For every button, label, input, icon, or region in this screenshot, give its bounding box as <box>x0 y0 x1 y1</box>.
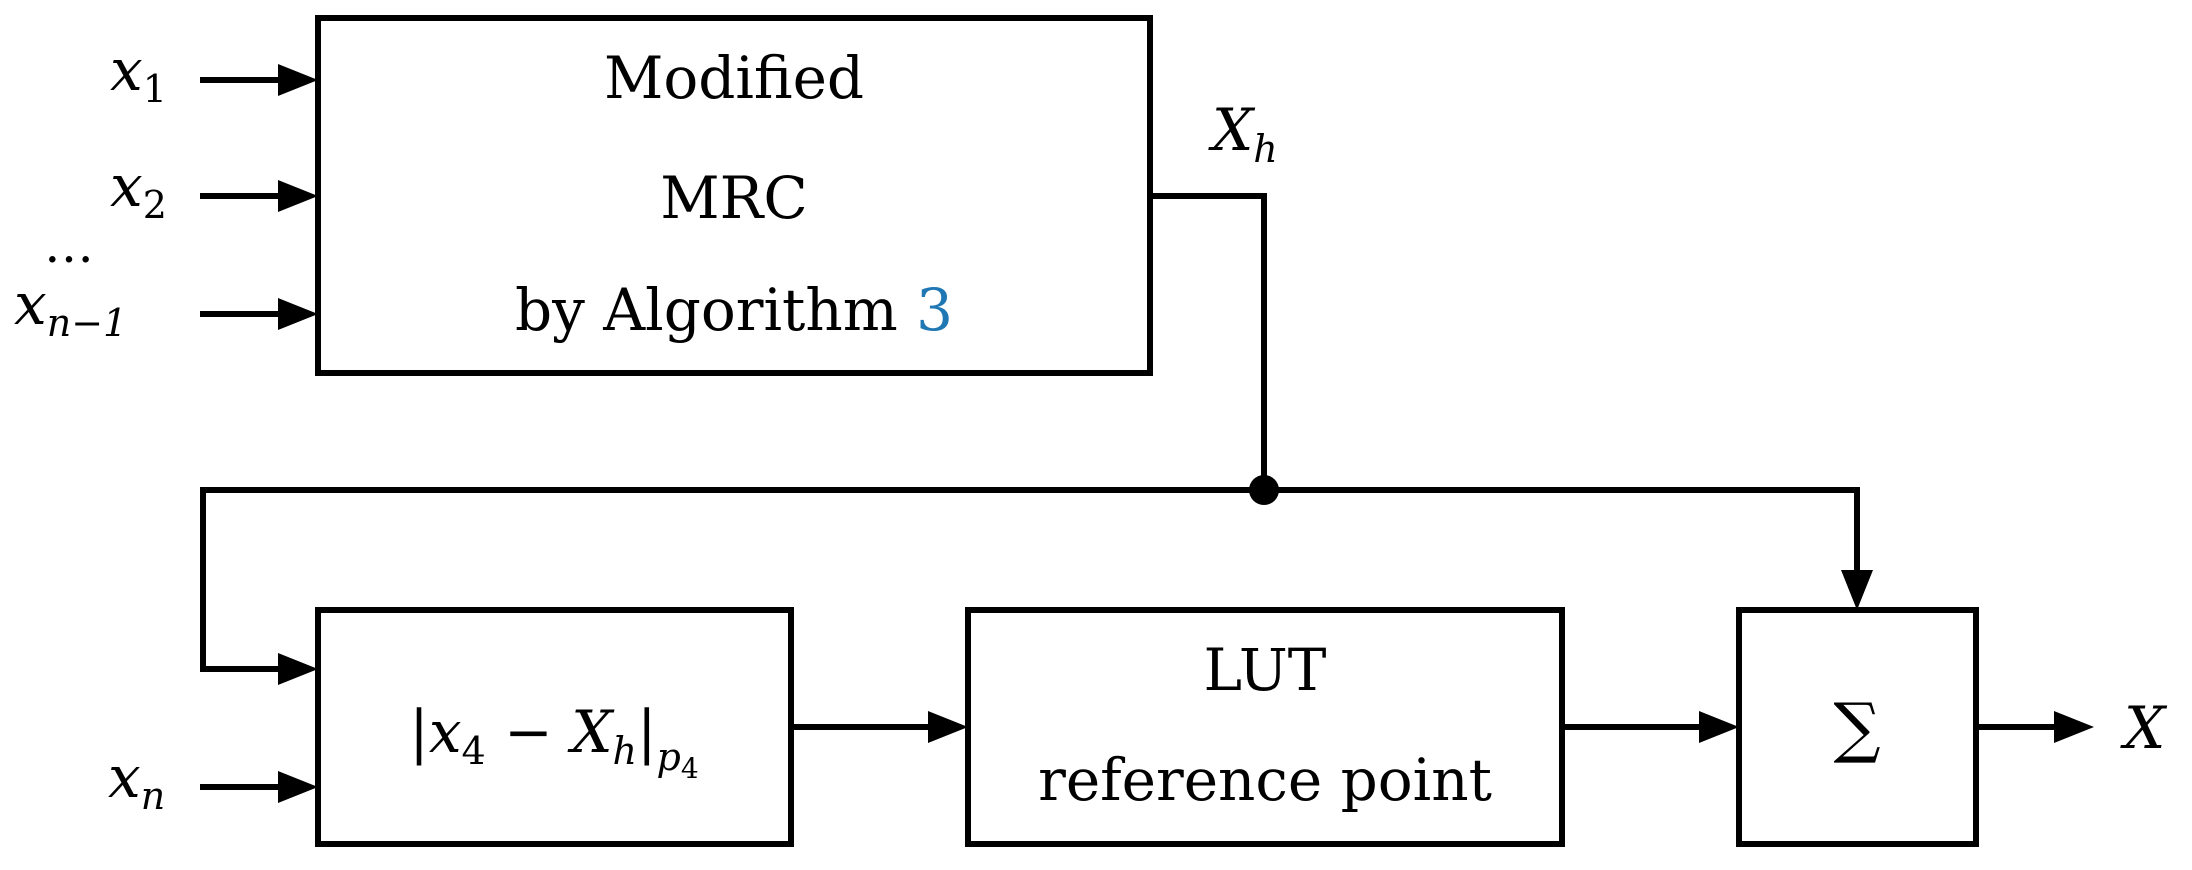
mrc-line1: Modified <box>604 44 864 112</box>
input-ellipsis: … <box>44 216 94 274</box>
signal-label-xh: Xh <box>1208 96 1278 171</box>
mrc-line2: MRC <box>660 164 807 232</box>
input-arrow-x2 <box>200 180 318 212</box>
lut-to-sum-arrow <box>1562 711 1739 743</box>
xh-to-sum-arrow <box>1264 487 1873 610</box>
output-label-x: X <box>2120 694 2168 762</box>
diff-to-lut-arrow <box>791 711 968 743</box>
output-arrow <box>1976 711 2094 743</box>
input-arrow-xn1 <box>200 298 318 330</box>
algorithm-reference-link[interactable]: 3 <box>916 276 953 344</box>
modified-mrc-block <box>315 15 1153 376</box>
input-label-x1: x1 <box>110 36 167 111</box>
input-label-xn1: xn−1 <box>14 270 127 345</box>
input-arrow-x1 <box>200 64 318 96</box>
input-label-xn: xn <box>108 743 165 818</box>
input-label-x2: x2 <box>110 152 167 227</box>
lut-block <box>965 607 1565 847</box>
xh-output-wire <box>1150 193 1267 490</box>
mrc-line3-prefix: by Algorithm <box>515 276 916 344</box>
difference-formula: |x4 − Xh|p4 <box>409 698 698 785</box>
lut-line2: reference point <box>1038 746 1492 814</box>
difference-block <box>315 607 794 847</box>
mrc-line3: by Algorithm 3 <box>515 276 953 344</box>
sum-symbol: ∑ <box>1833 689 1880 766</box>
lut-line1: LUT <box>1204 636 1327 704</box>
input-arrow-xn <box>200 771 318 803</box>
feedback-arrow <box>200 487 1264 685</box>
